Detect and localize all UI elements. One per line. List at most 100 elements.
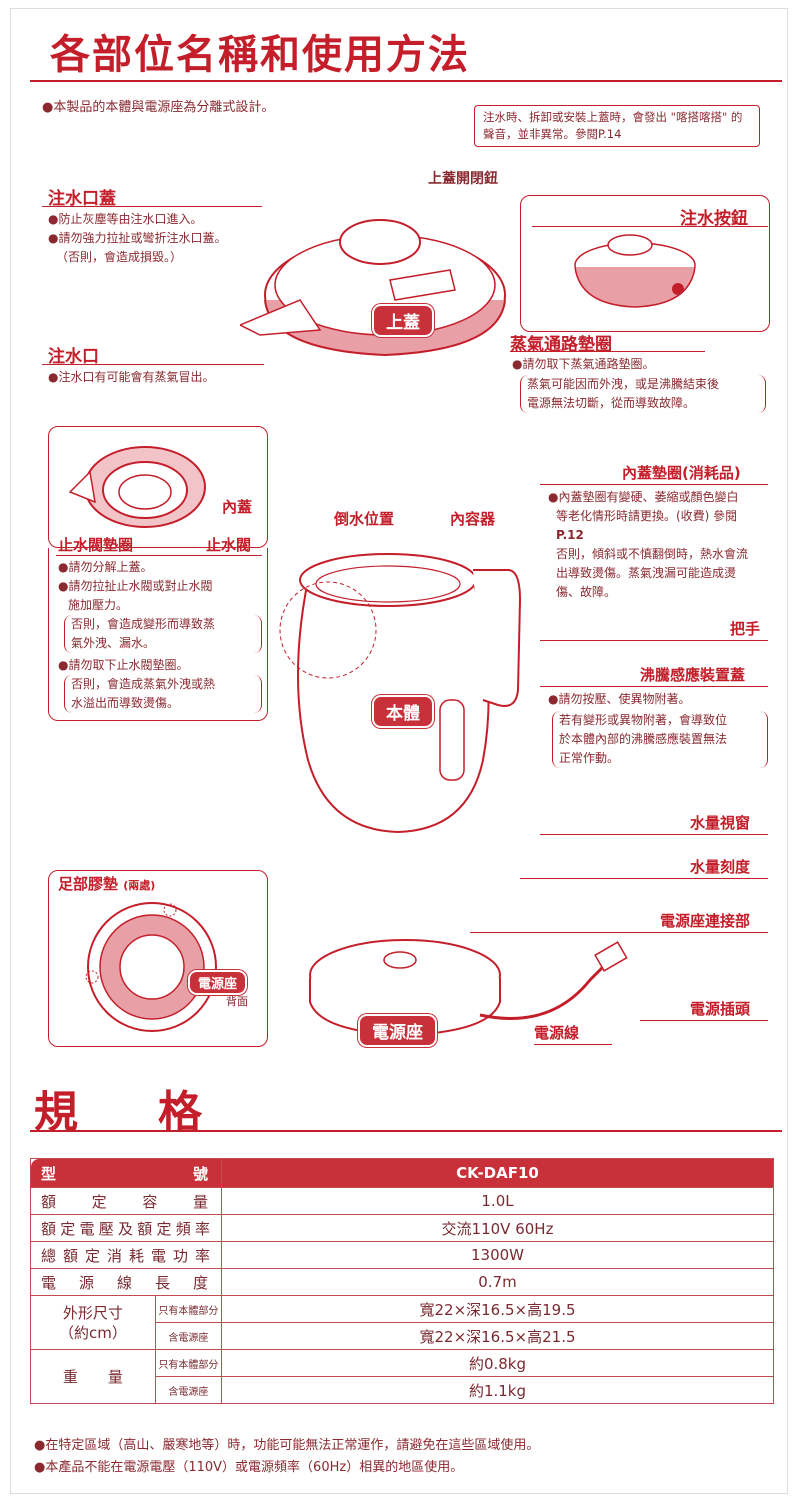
stop-valve-line1: ●請勿分解上蓋。 [58, 560, 153, 574]
spec-size-label: 外形尺寸 （約cm） [30, 1295, 156, 1350]
stop-valve-box-bottom [48, 548, 268, 721]
inner-lid-gasket-line4: 否則，傾斜或不慎翻倒時，熱水會流 [556, 547, 749, 561]
water-scale-rule [520, 878, 768, 879]
intro-text: ●本製品的本體與電源座為分離式設計。 [42, 100, 275, 115]
spec-size-label1: 外形尺寸 [62, 1303, 123, 1322]
table-row: 額定容量 1.0L [30, 1187, 774, 1215]
fill-cap-title: 注水口蓋 [48, 189, 116, 209]
upper-lid-button-label: 上蓋開閉鈕 [428, 171, 498, 187]
inner-lid-gasket-line6: 傷、故障。 [556, 585, 617, 599]
boil-sensor-line4: 正常作動。 [559, 751, 620, 765]
cord-rule [534, 1044, 612, 1045]
spec-header-label: 型 號 [30, 1158, 222, 1188]
stop-valve-line6: ●請勿取下止水閥墊圈。 [58, 658, 189, 672]
spec-title: 規 格 [34, 1087, 220, 1138]
feet-title-text: 足部膠墊 [58, 875, 119, 893]
steam-gasket-title: 蒸氣通路墊圈 [510, 335, 612, 355]
feet-box [48, 870, 268, 1047]
title-rule [30, 80, 782, 82]
pour-position-label: 倒水位置 [334, 510, 395, 528]
boil-sensor-rule [540, 686, 768, 687]
spec-size-base-sub: 含電源座 [154, 1322, 223, 1350]
inner-lid-gasket-rule [540, 484, 768, 485]
body-pill: 本體 [372, 695, 434, 728]
stop-valve-note2: 否則，會造成蒸氣外洩或熱 水溢出而導致燙傷。 [64, 675, 262, 713]
fill-button-rule [532, 226, 768, 227]
fill-port-line1: ●注水口有可能會有蒸氣冒出。 [48, 370, 215, 384]
lid-illustration [240, 219, 506, 357]
fill-cap-line1: ●防止灰塵等由注水口進入。 [48, 212, 203, 226]
fill-port-title: 注水口 [48, 347, 99, 367]
steam-gasket-line1: ●請勿取下蒸氣通路墊圈。 [512, 357, 655, 371]
spec-size-label2: （約cm） [58, 1323, 127, 1342]
stop-valve-line8: 水溢出而導致燙傷。 [71, 696, 180, 710]
spec-capacity-label: 額定容量 [30, 1187, 222, 1215]
steam-gasket-note: 蒸氣可能因而外洩，或是沸騰結束後 電源無法切斷，從而導致故障。 [520, 375, 766, 413]
base-bottom-illustration [85, 902, 217, 1032]
steam-gasket-line3: 電源無法切斷，從而導致故障。 [527, 396, 696, 410]
inner-lid-gasket-line1: ●內蓋墊圈有變硬、萎縮或顏色變白 [548, 490, 739, 504]
top-note: 注水時、拆卸或安裝上蓋時，會發出 "喀搭喀搭" 的聲音，並非異常。參閱P.14 [474, 105, 760, 147]
spec-size-body: 寬22×深16.5×高19.5 [221, 1295, 774, 1323]
boil-sensor-title: 沸騰感應裝置蓋 [640, 666, 746, 684]
stop-valve-label: 止水閥 [206, 536, 252, 554]
boil-sensor-line1: ●請勿按壓、使異物附著。 [548, 692, 691, 706]
base-pill: 電源座 [358, 1014, 437, 1047]
table-row: 額定電壓及額定頻率 交流110V 60Hz [30, 1214, 774, 1242]
inner-lid-illustration [68, 446, 206, 528]
inner-lid-gasket-line5: 出導致燙傷。蒸氣洩漏可能造成燙 [556, 566, 737, 580]
fill-cap-line2: ●請勿強力拉扯或彎折注水口蓋。 [48, 231, 227, 245]
base-illustration [309, 939, 628, 1037]
water-scale-label: 水量刻度 [690, 858, 751, 876]
stop-valve-line3: 施加壓力。 [68, 598, 129, 612]
fill-cap-line3: （否則，會造成損毀。） [56, 250, 183, 264]
kettle-body-illustration [279, 553, 522, 834]
spec-weight-label: 重 量 [30, 1349, 156, 1404]
spec-voltage-label: 額定電壓及額定頻率 [30, 1214, 222, 1242]
inner-lid-label: 內蓋 [222, 498, 253, 516]
inner-lid-gasket-title: 內蓋墊圈(消耗品) [622, 464, 741, 482]
plug-label: 電源插頭 [690, 1000, 751, 1018]
spec-voltage-value: 交流110V 60Hz [221, 1214, 774, 1242]
cord-label: 電源線 [534, 1024, 580, 1042]
feet-title-sub: (兩處) [123, 879, 156, 892]
handle-label: 把手 [730, 620, 761, 638]
footer-line1: ●在特定區域（高山、嚴寒地等）時，功能可能無法正常運作，請避免在這些區域使用。 [34, 1438, 540, 1453]
page-title: 各部位名稱和使用方法 [50, 32, 470, 78]
spec-size-base: 寬22×深16.5×高21.5 [221, 1322, 774, 1350]
table-row: 電源線長度 0.7m [30, 1268, 774, 1296]
inner-lid-box [48, 426, 268, 548]
boil-sensor-note: 若有變形或異物附著，會導致位 於本體內部的沸騰感應裝置無法 正常作動。 [552, 711, 768, 768]
spec-title-rule [30, 1130, 782, 1132]
table-row: 外形尺寸 （約cm） 只有本體部分 寬22×深16.5×高19.5 [30, 1295, 774, 1350]
feet-title: 足部膠墊 (兩處) [58, 873, 155, 894]
water-window-label: 水量視窗 [690, 814, 751, 832]
spec-weight-base: 約1.1kg [221, 1376, 774, 1404]
spec-cord-label: 電源線長度 [30, 1268, 222, 1296]
base-connector-label: 電源座連接部 [660, 912, 751, 930]
fill-port-rule [42, 364, 264, 365]
boil-sensor-line2: 若有變形或異物附著，會導致位 [559, 713, 728, 727]
stop-valve-line7: 否則，會造成蒸氣外洩或熱 [71, 677, 216, 691]
stop-valve-rule [56, 555, 262, 556]
spec-weight-body-sub: 只有本體部分 [154, 1349, 223, 1377]
handle-rule [540, 640, 768, 641]
fill-button-title: 注水按鈕 [680, 209, 748, 229]
spec-table: 型 號 CK-DAF10 額定容量 1.0L 額定電壓及額定頻率 交流110V … [30, 1158, 774, 1404]
fill-cap-rule [42, 206, 262, 207]
page-border [10, 8, 788, 1494]
back-label: 背面 [226, 995, 248, 1008]
fill-button-box [520, 195, 770, 332]
stop-valve-gasket-title: 止水閥墊圈 [58, 536, 134, 554]
inner-container-label: 內容器 [450, 510, 496, 528]
table-row: 含電源座 約1.1kg [31, 1376, 774, 1404]
base-connector-rule [470, 932, 768, 933]
stop-valve-line2: ●請勿拉扯止水閥或對止水閥 [58, 579, 213, 593]
stop-valve-line5: 氣外洩、漏水。 [71, 636, 156, 650]
stop-valve-note1: 否則，會造成變形而導致蒸 氣外洩、漏水。 [64, 615, 262, 653]
table-row: 重 量 只有本體部分 約0.8kg [30, 1349, 774, 1404]
lid-pill: 上蓋 [372, 304, 434, 337]
water-window-rule [540, 834, 768, 835]
steam-gasket-line2: 蒸氣可能因而外洩，或是沸騰結束後 [527, 377, 720, 391]
steam-gasket-rule [510, 351, 705, 352]
